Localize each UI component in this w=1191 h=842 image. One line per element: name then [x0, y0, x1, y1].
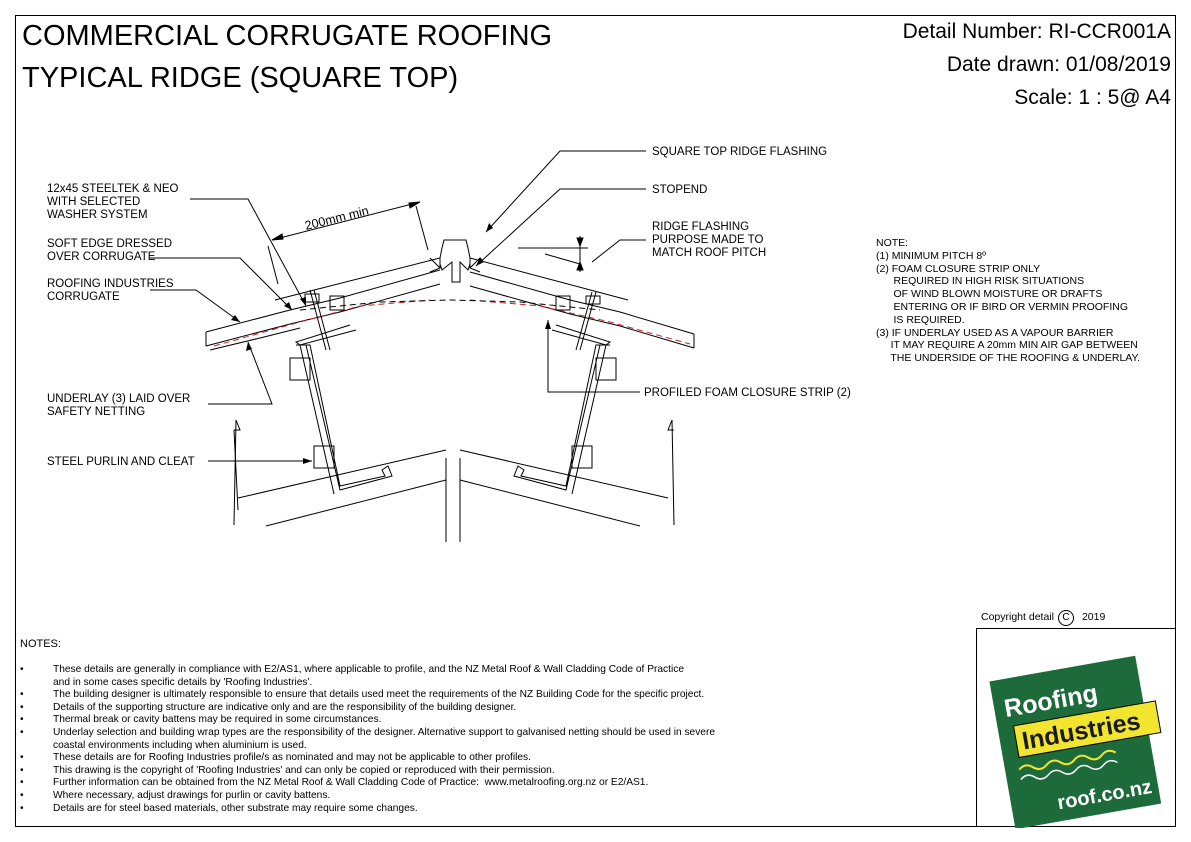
note-item: •Where necessary, adjust drawings for pu…	[20, 789, 331, 801]
label-ri-corrugate-line1: ROOFING INDUSTRIES	[47, 278, 174, 290]
drawing-title-line2: TYPICAL RIDGE (SQUARE TOP)	[22, 62, 459, 94]
right-fastener	[575, 291, 601, 351]
right-roof-sheet	[469, 271, 695, 349]
label-steel-purlin: STEEL PURLIN AND CLEAT	[47, 456, 195, 468]
left-steel-purlin	[289, 324, 393, 495]
right-rafter	[459, 419, 675, 527]
notes-list: •These details are generally in complian…	[20, 664, 715, 815]
label-square-top-flashing: SQUARE TOP RIDGE FLASHING	[652, 146, 827, 158]
label-soft-edge-line2: OVER CORRUGATE	[47, 251, 156, 263]
dimension-200mm	[267, 201, 429, 285]
note-item: •Details of the supporting structure are…	[20, 701, 517, 713]
note-item: •Details are for steel based materials, …	[20, 802, 418, 814]
note-item: •The building designer is ultimately res…	[20, 689, 705, 701]
square-top-ridge-flashing	[274, 239, 629, 301]
logo-wave-icon	[1020, 759, 1118, 781]
copyright-year: 2019	[1081, 611, 1106, 623]
left-foam-closure	[329, 295, 345, 311]
detail-number: Detail Number: RI-CCR001A	[902, 20, 1171, 43]
label-steeltek-line2: WITH SELECTED	[47, 196, 140, 208]
side-note: NOTE: (1) MINIMUM PITCH 8º (2) FOAM CLOS…	[876, 237, 1141, 365]
arrowhead-purlin	[303, 458, 312, 464]
label-ridge-flashing-line1: RIDGE FLASHING	[652, 221, 749, 233]
arrowhead-stopend	[476, 257, 484, 266]
logo-box: Roofing Industries roof.co.nz	[976, 628, 1176, 830]
leader-lines	[150, 150, 646, 462]
drawing-title-line1: COMMERCIAL CORRUGATE ROOFING	[22, 20, 553, 52]
label-ri-corrugate-line2: CORRUGATE	[47, 291, 120, 303]
label-underlay-line1: UNDERLAY (3) LAID OVER	[47, 393, 190, 405]
copyright-label: Copyright detail	[981, 611, 1054, 623]
right-steel-purlin	[513, 324, 617, 495]
arrowhead-underlay	[246, 342, 252, 351]
label-underlay-line2: SAFETY NETTING	[47, 406, 145, 418]
roof-pitch-indicator	[518, 236, 588, 272]
label-soft-edge-line1: SOFT EDGE DRESSED	[47, 238, 172, 250]
underlay-left	[213, 299, 431, 347]
label-foam-closure: PROFILED FOAM CLOSURE STRIP (2)	[644, 387, 851, 399]
label-steeltek-line1: 12x45 STEELTEK & NEO	[47, 183, 179, 195]
logo-wave-icon	[1018, 749, 1117, 771]
scale: Scale: 1 : 5@ A4	[1014, 86, 1171, 109]
underlay-right	[469, 299, 691, 345]
note-item: •These details are for Roofing Industrie…	[20, 752, 531, 764]
arrowhead-foam	[545, 320, 551, 329]
note-item: •These details are generally in complian…	[20, 664, 685, 688]
left-rafter	[233, 419, 447, 527]
label-stopend: STOPEND	[652, 184, 707, 196]
drawing-frame	[15, 15, 1176, 827]
copyright-symbol-icon: C	[1057, 610, 1074, 626]
arrowhead-soft-edge	[284, 302, 292, 310]
arrowhead-steeltek	[300, 297, 306, 306]
label-steeltek-line3: WASHER SYSTEM	[47, 209, 148, 221]
date-drawn: Date drawn: 01/08/2019	[946, 53, 1171, 76]
notes-title: NOTES:	[20, 638, 61, 650]
underlay-dashed-line	[299, 299, 601, 311]
label-ridge-flashing-line2: PURPOSE MADE TO	[652, 234, 763, 246]
arrowhead-corrugate	[231, 315, 240, 322]
ridge-post	[445, 458, 461, 542]
note-item: •Underlay selection and building wrap ty…	[20, 726, 716, 751]
right-stopend	[469, 257, 481, 273]
arrowhead-square-top	[486, 223, 493, 232]
note-item: •Thermal break or cavity battens may be …	[20, 714, 382, 726]
label-ridge-flashing-line3: MATCH ROOF PITCH	[652, 247, 766, 259]
note-item: •Further information can be obtained fro…	[20, 777, 649, 789]
note-item: •This drawing is the copyright of 'Roofi…	[20, 764, 555, 776]
label-dimension-200mm: 200mm min	[303, 204, 370, 233]
left-stopend	[429, 257, 441, 273]
roofing-industries-logo: Roofing Industries roof.co.nz	[989, 655, 1162, 830]
right-foam-closure	[555, 295, 571, 311]
